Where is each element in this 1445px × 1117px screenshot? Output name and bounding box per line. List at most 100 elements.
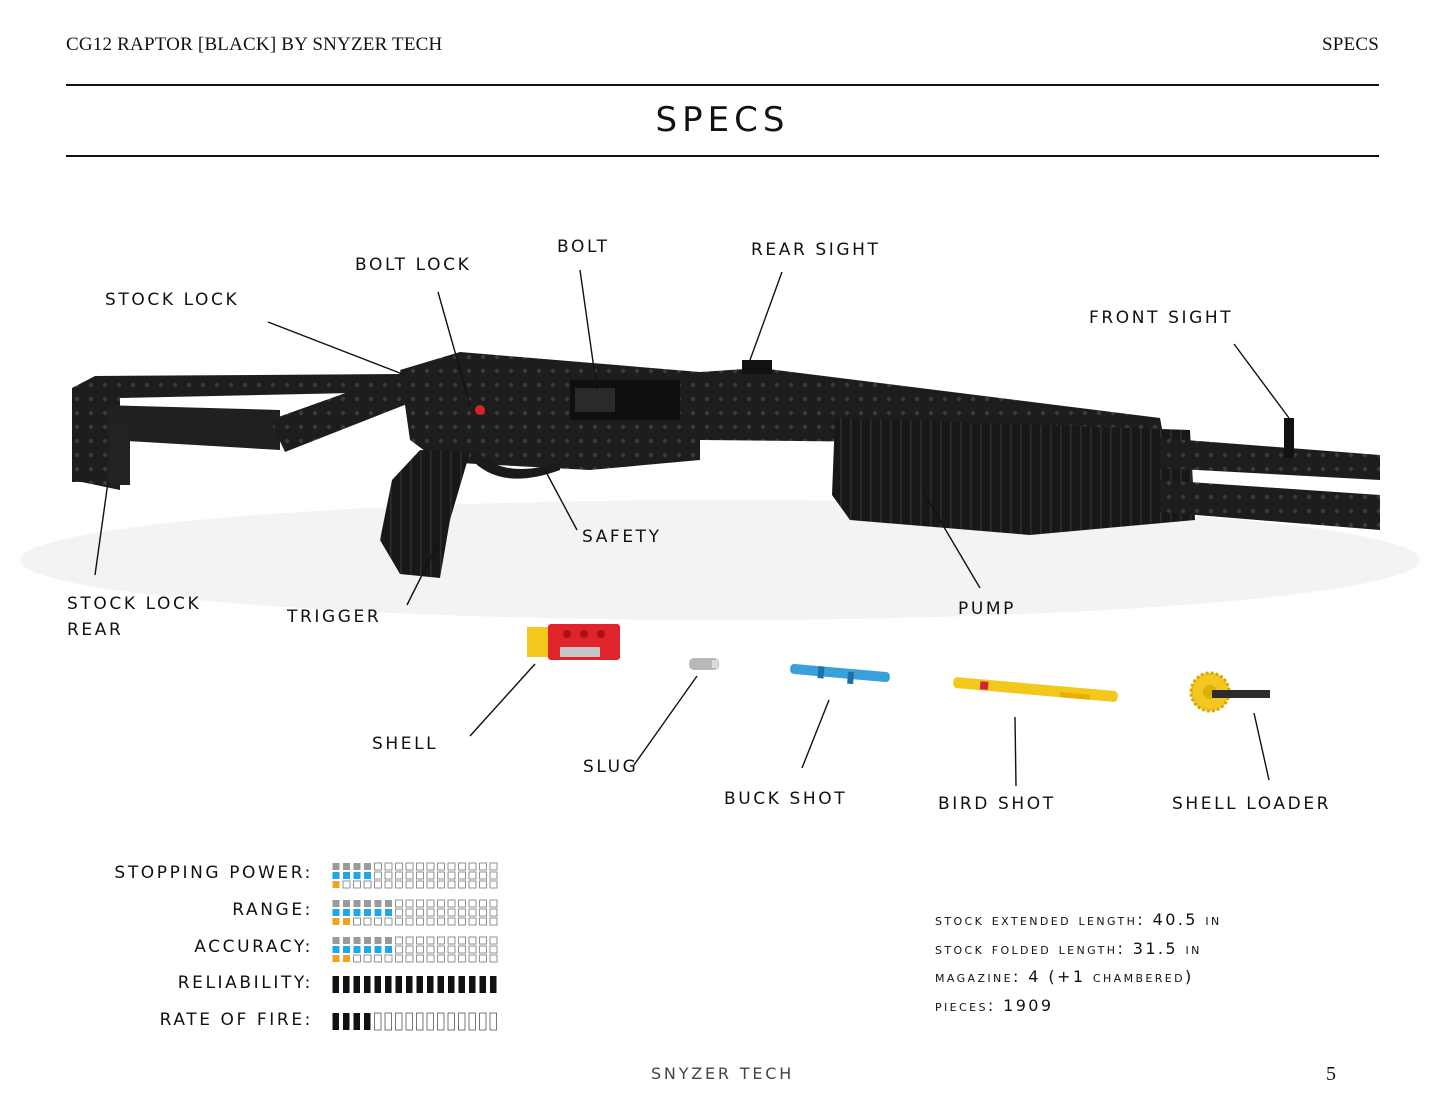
slug-label: SLUG bbox=[583, 757, 639, 777]
buck-shot bbox=[790, 663, 890, 685]
meter-cell bbox=[489, 871, 498, 880]
meter-bar bbox=[395, 976, 402, 993]
meter-cell bbox=[332, 909, 340, 916]
meter-cell bbox=[384, 871, 393, 880]
meter-cell bbox=[426, 908, 435, 917]
meter-cell bbox=[364, 863, 371, 870]
spec-stock-extended: stock extended length: 40.5 in bbox=[935, 910, 1222, 929]
meter-cell bbox=[458, 945, 466, 954]
meter-cell bbox=[489, 862, 498, 871]
meter-cell bbox=[343, 937, 350, 944]
meter-cell bbox=[374, 871, 382, 880]
meter-cell bbox=[364, 946, 371, 953]
meter-cell bbox=[489, 954, 498, 963]
meter-cell bbox=[489, 880, 498, 889]
meter-cell bbox=[353, 909, 361, 916]
meter-cell bbox=[447, 908, 456, 917]
meter-cell bbox=[447, 936, 456, 945]
slug bbox=[689, 658, 719, 670]
meter-bar bbox=[343, 1013, 350, 1030]
meter-cell bbox=[374, 900, 382, 907]
meter-cell bbox=[395, 908, 403, 917]
meter-cell bbox=[479, 954, 487, 963]
meter-cell bbox=[437, 954, 445, 963]
meter-cell bbox=[374, 954, 382, 963]
meter-cell bbox=[489, 945, 498, 954]
meter-cell bbox=[489, 917, 498, 926]
meter-cell bbox=[489, 899, 498, 908]
meter-cell bbox=[479, 899, 487, 908]
meter-bar bbox=[395, 1012, 403, 1031]
shell-loader-label: SHELL LOADER bbox=[1172, 794, 1332, 814]
meter-cell bbox=[343, 955, 350, 962]
meter-bar bbox=[469, 976, 476, 993]
meter-cell bbox=[353, 872, 361, 879]
meter-cell bbox=[479, 936, 487, 945]
meter-cell bbox=[489, 936, 498, 945]
meter-cell bbox=[332, 900, 340, 907]
stat-label: STOPPING POWER: bbox=[114, 863, 313, 883]
meter-bar bbox=[332, 1013, 339, 1030]
meter-cell bbox=[468, 871, 477, 880]
meter-cell bbox=[374, 917, 382, 926]
meter-cell bbox=[437, 908, 445, 917]
meter-bar bbox=[374, 976, 381, 993]
meter-cell bbox=[416, 871, 424, 880]
meter-cell bbox=[343, 872, 350, 879]
meter-cell bbox=[426, 871, 435, 880]
meter-cell bbox=[395, 936, 403, 945]
meter-cell bbox=[405, 862, 414, 871]
meter-cell bbox=[332, 937, 340, 944]
meter-cell bbox=[479, 908, 487, 917]
meter-cell bbox=[489, 908, 498, 917]
spec-magazine: magazine: 4 (+1 chambered) bbox=[935, 967, 1194, 986]
pump-handle bbox=[832, 418, 1195, 535]
meter-cell bbox=[468, 899, 477, 908]
meter-cell bbox=[332, 881, 340, 888]
meter-cell bbox=[385, 909, 392, 916]
meter-cell bbox=[426, 899, 435, 908]
meter-cell bbox=[458, 862, 466, 871]
page-title: SPECS bbox=[655, 100, 790, 140]
meter-cell bbox=[416, 880, 424, 889]
meter-cell bbox=[479, 871, 487, 880]
shell-label: SHELL bbox=[372, 734, 439, 754]
meter-cell bbox=[447, 871, 456, 880]
meter-cell bbox=[332, 872, 340, 879]
meter-cell bbox=[353, 937, 361, 944]
meter-bar bbox=[447, 1012, 455, 1031]
meter-cell bbox=[405, 880, 414, 889]
meter-cell bbox=[458, 936, 466, 945]
buck-shot-label: BUCK SHOT bbox=[724, 789, 848, 809]
meter-cell bbox=[405, 936, 414, 945]
meter-cell bbox=[395, 945, 403, 954]
meter-cell bbox=[437, 917, 445, 926]
meter-cell bbox=[479, 945, 487, 954]
meter-cell bbox=[437, 871, 445, 880]
meter-cell bbox=[332, 918, 340, 925]
safety-label: SAFETY bbox=[582, 527, 662, 547]
meter-cell bbox=[353, 917, 361, 926]
stock-lock-rear-label: STOCK LOCK REAR bbox=[67, 594, 202, 640]
rate-of-fire-meter bbox=[332, 1012, 497, 1031]
meter-cell bbox=[416, 945, 424, 954]
document-title: CG12 RAPTOR [BLACK] BY SNYZER TECH bbox=[66, 34, 443, 55]
meter-cell bbox=[437, 899, 445, 908]
meter-cell bbox=[437, 880, 445, 889]
pump-label: PUMP bbox=[958, 599, 1017, 619]
shell-loader bbox=[1189, 671, 1270, 713]
meter-cell bbox=[458, 954, 466, 963]
top-rule bbox=[66, 84, 1379, 86]
meter-cell bbox=[374, 946, 382, 953]
meter-cell bbox=[385, 900, 392, 907]
meter-cell bbox=[405, 871, 414, 880]
meter-cell bbox=[405, 917, 414, 926]
spec-stock-folded: stock folded length: 31.5 in bbox=[935, 939, 1202, 958]
meter-cell bbox=[416, 908, 424, 917]
meter-cell bbox=[374, 909, 382, 916]
meter-bar bbox=[427, 976, 434, 993]
meter-cell bbox=[447, 954, 456, 963]
meter-cell bbox=[447, 862, 456, 871]
meter-cell bbox=[343, 900, 350, 907]
